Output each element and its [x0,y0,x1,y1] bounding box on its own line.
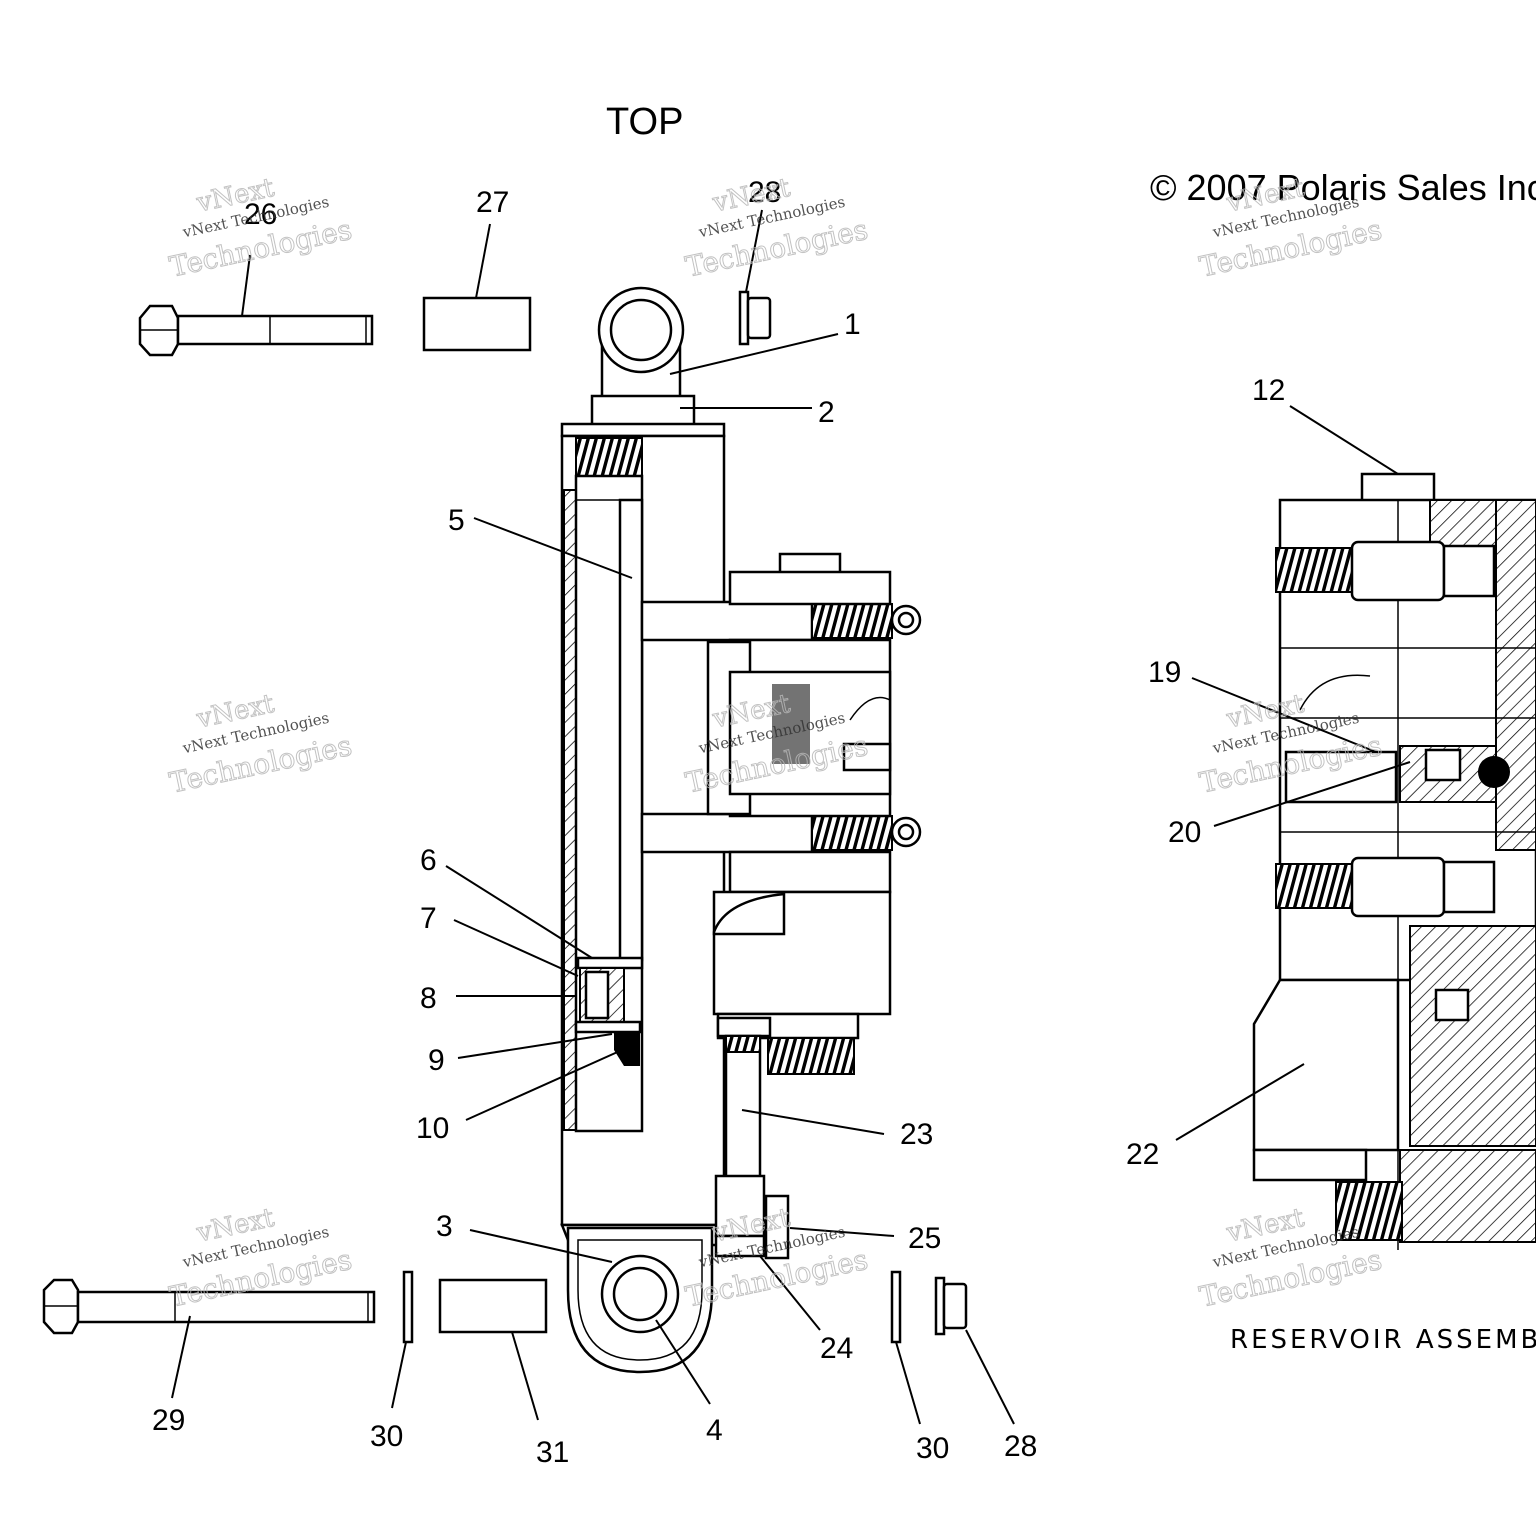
callout-27: 27 [476,186,509,219]
lower-spacer [438,1278,548,1334]
callout-4: 4 [706,1414,723,1447]
callout-2: 2 [818,396,835,429]
callout-31: 31 [536,1436,569,1469]
lower-washer-left [402,1270,414,1344]
callout-24: 24 [820,1332,853,1365]
lower-washer-right [890,1270,902,1344]
copyright-text: © 2007 Polaris Sales Inc [1150,167,1536,208]
reservoir-assembly-detail [1252,472,1536,1250]
callout-19: 19 [1148,656,1181,689]
callout-12: 12 [1252,374,1285,407]
callout-9: 9 [428,1044,445,1077]
callout-1: 1 [844,308,861,341]
callout-23: 23 [900,1118,933,1151]
watermark: vNext vNext Technologies Technologies [682,172,871,284]
upper-flange-nut [738,290,772,346]
callout-28-upper: 28 [748,176,781,209]
reservoir-clamps [640,600,922,854]
callout-30-right: 30 [916,1432,949,1465]
callout-7: 7 [420,902,437,935]
leader-lines [171,209,1411,1425]
view-label: TOP [606,101,683,143]
callout-22: 22 [1126,1138,1159,1171]
lower-bolt [42,1278,376,1335]
callout-6: 6 [420,844,437,877]
watermark: vNext vNext Technologies Technologies [166,172,355,284]
callout-10: 10 [416,1112,449,1145]
callout-29: 29 [152,1404,185,1437]
upper-bolt [138,304,374,357]
reservoir [706,552,892,1075]
lower-flange-nut [934,1276,968,1336]
lower-eyelet [566,1226,714,1374]
callout-25: 25 [908,1222,941,1255]
callout-8: 8 [420,982,437,1015]
callout-5: 5 [448,504,465,537]
watermark: vNext vNext Technologies Technologies [166,688,355,800]
callout-3: 3 [436,1210,453,1243]
callout-26: 26 [244,198,277,231]
callout-labels: 26 27 28 1 2 12 5 19 20 6 7 8 9 10 23 22… [152,176,1285,1469]
reservoir-hose [714,1034,790,1260]
callout-30-left: 30 [370,1420,403,1453]
callout-28-lower: 28 [1004,1430,1037,1463]
callout-20: 20 [1168,816,1201,849]
upper-spacer [422,296,532,352]
reservoir-caption: RESERVOIR ASSEMB [1230,1325,1536,1355]
